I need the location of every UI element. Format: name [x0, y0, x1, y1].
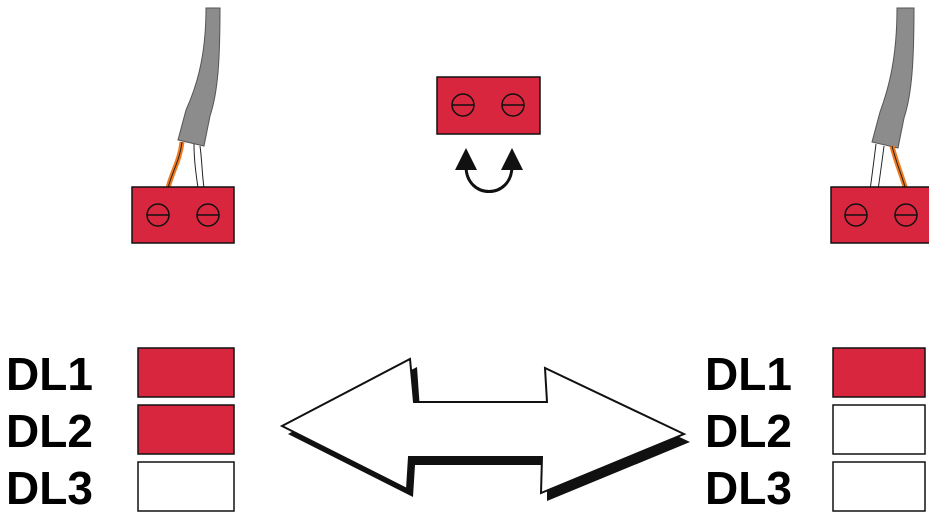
left-led-label: DL1 — [6, 348, 93, 400]
left-white-wire — [193, 143, 199, 189]
right-led-panel: DL1 DL2 DL3 — [705, 347, 926, 514]
left-led-indicator — [137, 347, 235, 398]
right-led-label: DL3 — [705, 462, 792, 514]
left-white-wire-2 — [199, 145, 205, 189]
left-led-label: DL3 — [6, 462, 93, 514]
left-orange-wire-outline — [167, 141, 183, 189]
left-led-label: DL2 — [6, 405, 93, 457]
right-white-wire — [869, 143, 877, 191]
right-led-indicator — [832, 404, 926, 455]
left-led-indicator — [137, 404, 235, 455]
screw-icon[interactable] — [196, 203, 220, 227]
left-cable-assembly — [131, 7, 235, 244]
left-led-indicator — [137, 461, 235, 512]
left-cable — [177, 7, 221, 147]
left-led-panel: DL1 DL2 DL3 — [6, 347, 235, 514]
right-led-indicator — [832, 347, 926, 398]
screw-icon[interactable] — [146, 203, 170, 227]
right-led-label: DL2 — [705, 405, 792, 457]
right-led-label: DL1 — [705, 348, 792, 400]
screw-icon[interactable] — [844, 203, 868, 227]
center-terminal-assembly — [436, 76, 541, 193]
screw-icon[interactable] — [501, 93, 525, 117]
right-cable — [871, 7, 915, 149]
right-orange-wire-outline — [891, 145, 907, 191]
right-cable-assembly — [830, 7, 929, 244]
curved-arrow-icon — [455, 148, 523, 193]
double-headed-arrow-icon — [279, 357, 690, 501]
screw-icon[interactable] — [451, 93, 475, 117]
right-led-indicator — [832, 461, 926, 512]
screw-icon[interactable] — [894, 203, 918, 227]
right-white-wire-2 — [877, 145, 885, 191]
